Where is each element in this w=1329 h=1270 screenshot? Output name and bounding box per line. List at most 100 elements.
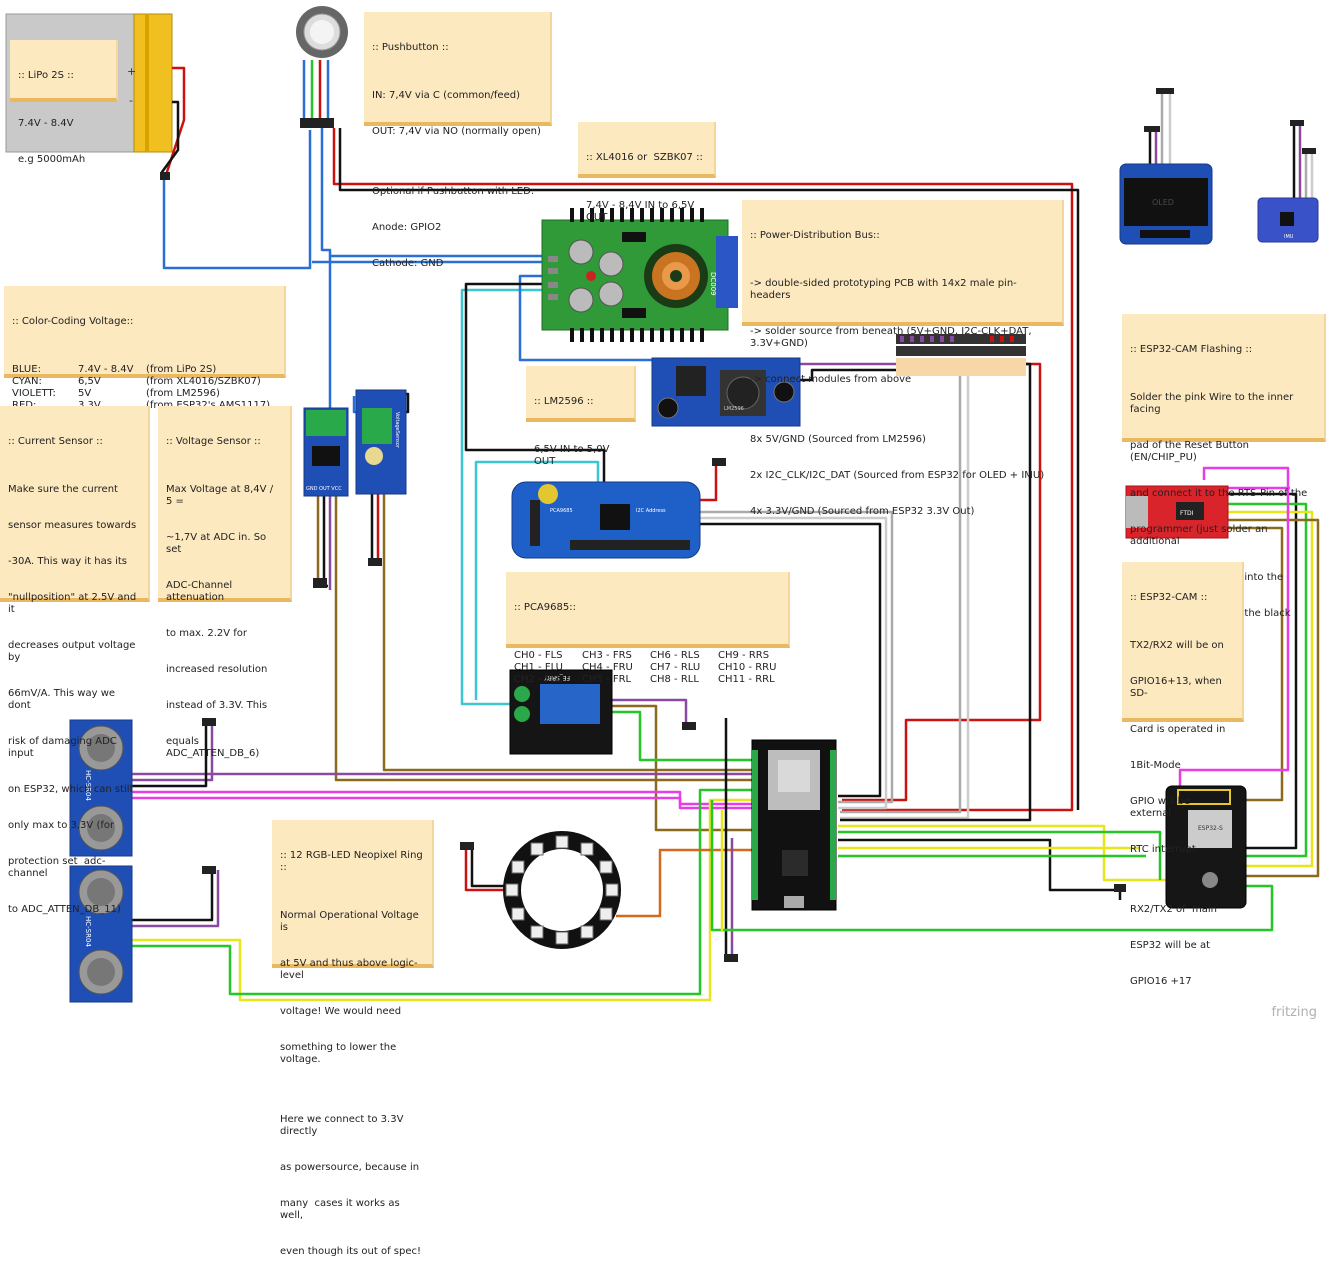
- wiring-diagram: + -: [5, 6, 1320, 1003]
- imu-label: IMU: [1284, 234, 1294, 240]
- imu-module: IMU: [1257, 197, 1319, 243]
- esp32cam-label: ESP32-S: [1198, 825, 1223, 832]
- pca-address-label: I2C Address: [636, 508, 666, 514]
- note-flashing-line: and connect it to the RTS-Pin of the: [1130, 488, 1308, 499]
- note-flashing-title: :: ESP32-CAM Flashing ::: [1130, 344, 1253, 355]
- note-current-line: Make sure the current: [8, 484, 118, 495]
- wire-pca-cyan: [474, 460, 600, 700]
- note-voltage-line: to max. 2.2V for: [166, 628, 248, 639]
- pca-channel: CH10 - RRU: [718, 662, 777, 673]
- note-voltage-title: :: Voltage Sensor ::: [166, 436, 261, 447]
- note-neopixel-line: at 5V and thus above logic-level: [280, 958, 418, 981]
- note-current-line: decreases output voltage by: [8, 640, 139, 663]
- note-current-line: "nullposition" at 2.5V and it: [8, 592, 140, 615]
- wire-pb-red-loop: [332, 128, 1074, 812]
- color-voltage: 7.4V - 8.4V: [78, 364, 134, 375]
- pca-channel: CH7 - RLU: [650, 662, 701, 673]
- note-lm2596-line: 6,5V IN to 5,0V OUT: [534, 444, 613, 467]
- note-current-line: sensor measures towards: [8, 520, 137, 531]
- note-lipo-line: 7.4V - 8.4V: [18, 118, 74, 129]
- xl4016-chip-label: DC009: [709, 272, 717, 296]
- note-neopixel-line: as powersource, because in: [280, 1162, 420, 1173]
- pca-channel: CH0 - FLS: [514, 650, 563, 661]
- oled-display: OLED: [1119, 163, 1213, 245]
- note-esp32cam-line: ESP32 will be at: [1130, 940, 1211, 951]
- note-power-bus-line: 4x 3.3V/GND (Sourced from ESP32 3.3V Out…: [750, 506, 975, 517]
- color-name: RED:: [12, 400, 78, 412]
- note-power-bus-line: 2x I2C_CLK/I2C_DAT (Sourced from ESP32 f…: [750, 470, 1045, 481]
- wire-xl-out-cyan: [460, 288, 548, 706]
- note-esp32cam-line: 1Bit-Mode: [1130, 760, 1181, 771]
- pca-channel: CH8 - RLL: [650, 674, 699, 685]
- note-power-bus: :: Power-Distribution Bus:: -> double-si…: [742, 200, 1064, 517]
- pca-channel: CH11 - RRL: [718, 674, 775, 685]
- note-power-bus-title: :: Power-Distribution Bus::: [750, 230, 880, 241]
- note-pushbutton-line: OUT: 7,4V via NO (normally open): [372, 126, 541, 137]
- color-voltage: 5V: [78, 388, 92, 399]
- wire-bus-red: [842, 362, 1042, 802]
- note-lm2596: :: LM2596 :: 6,5V IN to 5,0V OUT: [526, 366, 636, 467]
- note-voltage-line: instead of 3.3V. This: [166, 700, 268, 711]
- hcsr04-bottom: HC-SR04: [69, 865, 133, 1003]
- note-power-bus-line: -> connect modules from above: [750, 374, 912, 385]
- wire-battery-blue: [162, 130, 312, 270]
- color-voltage: 6,5V: [78, 376, 101, 387]
- color-name: VIOLETT:: [12, 388, 56, 399]
- note-current-title: :: Current Sensor ::: [8, 436, 103, 447]
- neopixel-ring: [503, 831, 621, 949]
- note-esp32cam-line: GPIO16+13, when SD-: [1130, 676, 1225, 699]
- note-lipo: :: LiPo 2S :: 7.4V - 8.4V e.g 5000mAh: [10, 40, 118, 165]
- svg-text:-: -: [129, 94, 133, 107]
- note-pushbutton-line: Anode: GPIO2: [372, 222, 442, 233]
- note-voltage-line: ~1,7V at ADC in. So set: [166, 532, 270, 555]
- pca-channel: CH1 - FLU: [514, 662, 563, 673]
- note-power-bus-line: -> double-sided prototyping PCB with 14x…: [750, 278, 1017, 301]
- note-current-line: risk of damaging ADC input: [8, 736, 120, 759]
- note-esp32cam-line: RX2/TX2 of main: [1130, 904, 1218, 915]
- note-current-line: 66mV/A. This way we dont: [8, 688, 119, 711]
- pca-channel-table: CH0 - FLS CH3 - FRS CH6 - RLS CH9 - RRS …: [514, 650, 780, 686]
- color-source: (from XL4016/SZBK07): [146, 376, 261, 387]
- note-current-line: to ADC_ATTEN_DB_11): [8, 904, 121, 915]
- note-voltage-sensor: :: Voltage Sensor :: Max Voltage at 8,4V…: [158, 406, 292, 759]
- note-lipo-title: :: LiPo 2S ::: [18, 70, 74, 81]
- note-current-line: protection set adc-channel: [8, 856, 106, 879]
- pca-channel: CH9 - RRS: [718, 650, 770, 661]
- note-pca-title: :: PCA9685::: [514, 602, 576, 613]
- pca9685-board: PCA9685 I2C Address: [511, 481, 701, 559]
- note-esp32cam-line: RTC interrupt: [1130, 844, 1196, 855]
- ftdi-label: FTDI: [1180, 510, 1194, 517]
- note-current-line: only max to 3,3V (for: [8, 820, 115, 831]
- note-current-line: on ESP32, which can still: [8, 784, 133, 795]
- acs-pin-label: GND OUT VCC: [306, 486, 342, 492]
- relay-module: FE_SRRY: [509, 669, 613, 755]
- pca-channel: CH3 - FRS: [582, 650, 632, 661]
- note-pushbutton-line: IN: 7,4V via C (common/feed): [372, 90, 520, 101]
- note-voltage-line: Max Voltage at 8,4V / 5 =: [166, 484, 277, 507]
- lm2596-chip-label: LM2596: [724, 406, 744, 412]
- note-neopixel-line: even though its out of spec!: [280, 1246, 421, 1257]
- color-source: (from LiPo 2S): [146, 364, 217, 375]
- color-voltage: 3.3V: [78, 400, 146, 412]
- lm2596-module: LM2596: [651, 357, 801, 427]
- hcsr04-top-label: HC-SR04: [84, 770, 92, 801]
- wire-end-pins: [160, 88, 1316, 962]
- note-voltage-line: increased resolution: [166, 664, 268, 675]
- pca-channel: CH2 - FLL: [514, 674, 562, 685]
- ftdi-programmer: FTDI: [1125, 485, 1229, 539]
- esp32-devkit: [751, 739, 837, 911]
- note-esp32cam-line: GPIO16 +17: [1130, 976, 1192, 987]
- note-power-bus-line: -> solder source from beneath (5V+GND, I…: [750, 326, 1035, 349]
- note-pushbutton-line: Optional if Pushbutton with LED:: [372, 186, 535, 197]
- voltage-sensor-module: VoltageSensor: [355, 389, 407, 495]
- note-esp32cam-flashing: :: ESP32-CAM Flashing :: Solder the pink…: [1122, 314, 1326, 667]
- pca-channel: CH5 - FRL: [582, 674, 632, 685]
- relay-label: FE_SRRY: [544, 674, 570, 681]
- color-name: CYAN:: [12, 376, 42, 387]
- power-distribution-bus: [896, 334, 1026, 376]
- hcsr04-bottom-label: HC-SR04: [84, 916, 92, 947]
- wire-pb-out: [320, 128, 332, 410]
- xl4016-module: DC009: [541, 208, 738, 342]
- note-pca9685: :: PCA9685:: CH0 - FLS CH3 - FRS CH6 - R…: [506, 572, 790, 685]
- hcsr04-top: HC-SR04: [69, 719, 133, 857]
